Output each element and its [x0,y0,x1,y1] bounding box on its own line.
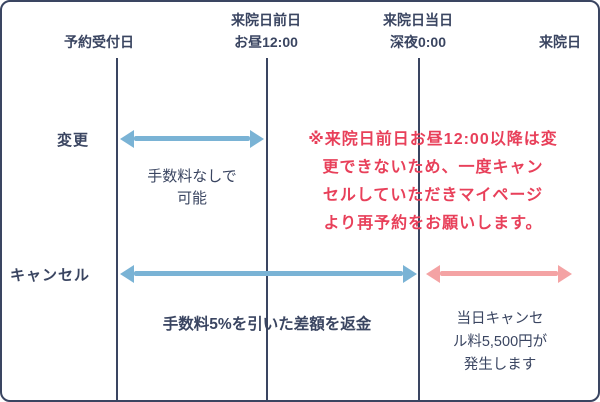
caption-line: 可能 [176,190,207,207]
caption-line: 手数料なしで [147,168,237,185]
header-line: お昼12:00 [234,34,298,50]
note-line: セルしていただきマイページ [322,187,544,204]
cancel-fee-period-arrow [440,271,558,276]
header-visit-day: 来院日 [500,31,598,53]
change-restriction-note: ※来院日前日お昼12:00以降は変 更できないため、一度キャン セルしていただき… [270,126,596,238]
timeline-gridline-reservation [116,58,118,400]
note-line: 更できないため、一度キャン [322,159,544,176]
row-label-change: 変更 [57,132,90,149]
header-line: 来院日当日 [383,12,453,28]
header-line: 来院日 [539,34,581,50]
header-line: 深夜0:00 [389,34,447,50]
change-period-caption: 手数料なしで 可能 [127,166,257,210]
cancel-refund-caption: 手数料5%を引いた差額を返金 [162,316,372,333]
caption-line: ル料5,500円が [452,334,548,350]
header-visit-day-midnight: 来院日当日 深夜0:00 [348,9,488,53]
timeline-gridline-visit-day-midnight [418,58,420,400]
header-line: 来院日前日 [231,12,301,28]
header-day-before-noon: 来院日前日 お昼12:00 [196,9,336,53]
caption-line: 発生します [463,357,537,373]
row-label-cancel: キャンセル [10,267,91,284]
note-line: より再予約をお願いします。 [323,215,543,232]
header-line: 予約受付日 [64,34,134,50]
change-period-arrow [134,136,250,141]
cancel-fee-caption: 当日キャンセ ル料5,500円が 発生します [429,308,571,377]
header-reservation-date: 予約受付日 [39,31,159,53]
cancel-refund-period-arrow [134,271,403,276]
caption-line: 当日キャンセ [456,311,544,327]
timeline-gridline-day-before [266,58,268,400]
note-line: ※来院日前日お昼12:00以降は変 [308,131,558,148]
